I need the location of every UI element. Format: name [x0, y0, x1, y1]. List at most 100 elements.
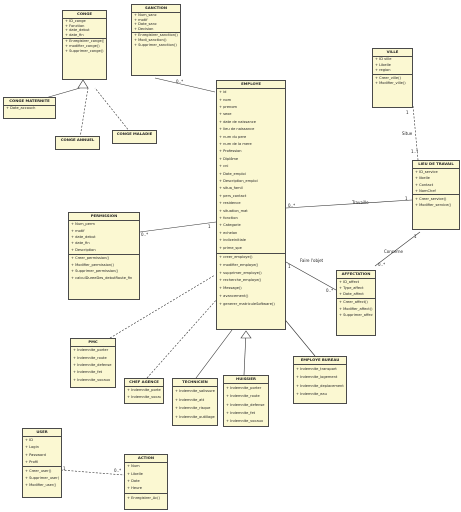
class-method: + Enregistrer_sanction() — [134, 33, 178, 38]
class-attribute: + date de naissance — [219, 119, 256, 124]
class-affectation-attributes: + ID_affect+ Type_affect+ Date_affect — [337, 279, 375, 299]
class-user-attributes: + ID+ Login+ Password+ Profil — [23, 437, 61, 468]
class-lieu-de-travail-title: LIEU DE TRAVAIL — [413, 161, 459, 169]
class-affectation-methods: + Creer_affect()+ Modifier_affect()+ Sup… — [337, 299, 375, 319]
class-method: + Creer_ville() — [375, 75, 401, 80]
class-method: + Modifier_user() — [25, 483, 57, 488]
class-method: + Modifier_service() — [415, 202, 452, 207]
class-ville-methods: + Creer_ville()+ Modifier_ville() — [373, 75, 412, 87]
class-conge-annuel[interactable]: CONGE ANNUEL — [55, 136, 100, 150]
class-attribute: + Type_affect — [339, 286, 364, 291]
class-method: + Supprimer_conge() — [65, 48, 104, 53]
class-attribute: + ID_conge — [65, 19, 86, 24]
class-attribute: + motif — [71, 228, 85, 233]
class-permission-attributes: + Num_perm+ motif+ date_debut+ date_fin+… — [69, 221, 139, 255]
class-conge-title: CONGE — [63, 11, 106, 19]
class-technicien[interactable]: TECHNICIEN + Indemnite_salissure+ Indemn… — [172, 378, 218, 426]
class-attribute: + Indemnite_logement — [296, 375, 338, 380]
mult-lieu-affectation-a: 1 — [414, 234, 417, 239]
class-employe-bureau-title: EMPLOYE BUREAU — [294, 357, 346, 365]
class-method: + Supprimer_sanction() — [134, 42, 177, 47]
mult-user-action-a: 1 — [63, 466, 66, 471]
class-attribute: + lieu de naissance — [219, 127, 255, 132]
mult-lieu-affectation-b: 0..* — [378, 262, 386, 267]
class-sanction[interactable]: SANCTION + Num_sanc+ motif+ Date_sanc+ D… — [131, 4, 181, 76]
class-attribute: + Num_sanc — [134, 13, 157, 18]
class-huissier[interactable]: HUISSIER + Indemnite_porter+ Indemnite_r… — [223, 375, 269, 427]
class-lieu-de-travail[interactable]: LIEU DE TRAVAIL + ID_service+ libelle+ C… — [412, 160, 460, 230]
class-permission[interactable]: PERMISSION + Num_perm+ motif+ date_debut… — [68, 212, 140, 300]
class-pmc[interactable]: PMC + Indemnite_porter+ Indemnite_route+… — [70, 338, 116, 388]
mult-employe-affectation-b: 0..* — [326, 288, 334, 293]
class-attribute: + ID — [25, 438, 33, 443]
class-ville-attributes: + ID ville+ Libelle+ region — [373, 57, 412, 76]
class-attribute: + Indemnite_transport — [296, 367, 337, 372]
class-action-title: ACTION — [125, 455, 167, 463]
class-conge-annuel-title: CONGE ANNUEL — [60, 137, 95, 142]
class-method: + Creer_user() — [25, 468, 52, 473]
mult-employe-lieu-b: 1 — [405, 196, 408, 201]
class-attribute: + id — [219, 90, 227, 95]
class-attribute: + fonction — [219, 216, 238, 220]
class-attribute: + Date — [127, 478, 140, 483]
class-attribute: + Indemnite_eau — [296, 391, 327, 396]
class-attribute: + motif — [134, 17, 148, 22]
class-attribute: + Indemnite_vocaux — [226, 418, 264, 423]
class-chef-agence-title: CHEF AGENCE — [125, 379, 163, 387]
class-attribute: + indiceinitiale — [219, 238, 246, 243]
class-permission-methods: + Creer_permission()+ Modifier_permissio… — [69, 255, 139, 282]
class-conge-maternite[interactable]: CONGE MATERNITE + Date_accouch — [3, 97, 56, 119]
class-employe[interactable]: EMPLOYE + id+ nom+ prenom+ sexe+ date de… — [216, 80, 286, 330]
class-attribute: + region — [375, 68, 391, 73]
class-attribute: + pers_contact — [219, 193, 247, 198]
gen-chef-agence — [146, 297, 219, 379]
mult-ville-lieu-a: 1 — [406, 110, 409, 115]
class-attribute: + Profil — [25, 459, 39, 464]
class-user[interactable]: USER + ID+ Login+ Password+ Profil + Cre… — [22, 428, 62, 498]
link-sanction-employe — [154, 77, 216, 93]
class-conge[interactable]: CONGE + ID_conge+ Fonction+ date_debut+ … — [62, 10, 107, 80]
class-permission-title: PERMISSION — [69, 213, 139, 221]
class-conge-attributes: + ID_conge+ Fonction+ date_debut+ date_f… — [63, 19, 106, 39]
class-method: + modifier_conge() — [65, 44, 100, 49]
mult-sanction-employe: 0..* — [176, 79, 184, 84]
class-method: + Modifier_permission() — [71, 262, 114, 267]
assoc-label-fait-objet: Faire l'objet — [300, 258, 324, 263]
class-action[interactable]: ACTION + Num+ Libelle+ Date+ Heure + Enr… — [124, 454, 168, 510]
class-chef-agence[interactable]: CHEF AGENCE + Indemnite_porter+ Indemnit… — [124, 378, 164, 404]
class-attribute: + Fonction — [65, 23, 85, 28]
class-attribute: + Indemnite_route — [73, 355, 107, 360]
class-method: + creer_employe() — [219, 255, 253, 260]
class-employe-bureau[interactable]: EMPLOYE BUREAU + Indemnite_transport + In… — [293, 356, 347, 404]
class-attribute: + Indemnite_defense — [73, 362, 112, 367]
mult-permission-employe-a: 0..* — [141, 232, 149, 237]
class-attribute: + Indemnite_defense — [226, 402, 265, 407]
class-attribute: + Num_perm — [71, 222, 95, 227]
gen-technicien — [195, 329, 233, 379]
class-attribute: + date_fin — [71, 241, 90, 246]
class-attribute: + residence — [219, 201, 241, 206]
class-attribute: + prime_spe — [219, 245, 242, 250]
class-conge-maladie-title: CONGE MALADIE — [116, 131, 153, 136]
class-ville[interactable]: VILLE + ID ville+ Libelle+ region + Cree… — [372, 48, 413, 108]
class-attribute: + situation_mat — [219, 208, 248, 213]
class-conge-maladie[interactable]: CONGE MALADIE — [112, 130, 157, 144]
class-lieu-de-travail-attributes: + ID_service+ libelle+ Contact+ NomChef — [413, 169, 459, 196]
class-method: + Supprimer_permission() — [71, 269, 119, 274]
class-attribute: + Indemnite_att — [175, 397, 205, 402]
gen-huissier — [243, 331, 247, 376]
class-attribute: + Indemnite_porter — [226, 386, 262, 391]
class-attribute: + Heure — [127, 486, 142, 491]
mult-user-action-b: 0..* — [114, 468, 122, 473]
class-attribute: + date_fin — [65, 32, 84, 37]
class-attribute: + Libelle — [127, 471, 143, 476]
class-method: + Message() — [219, 286, 242, 291]
class-attribute: + situa_famil — [219, 186, 243, 191]
class-attribute: + Indemnite_salissure — [175, 389, 215, 394]
class-attribute: + Date_accouch — [6, 106, 36, 111]
class-affectation[interactable]: AFFECTATION + ID_affect+ Type_affect+ Da… — [336, 270, 376, 336]
link-lieu-affectation — [374, 231, 421, 267]
class-attribute: + Description_emploi — [219, 178, 258, 183]
gen-conge-annuel — [79, 87, 89, 139]
